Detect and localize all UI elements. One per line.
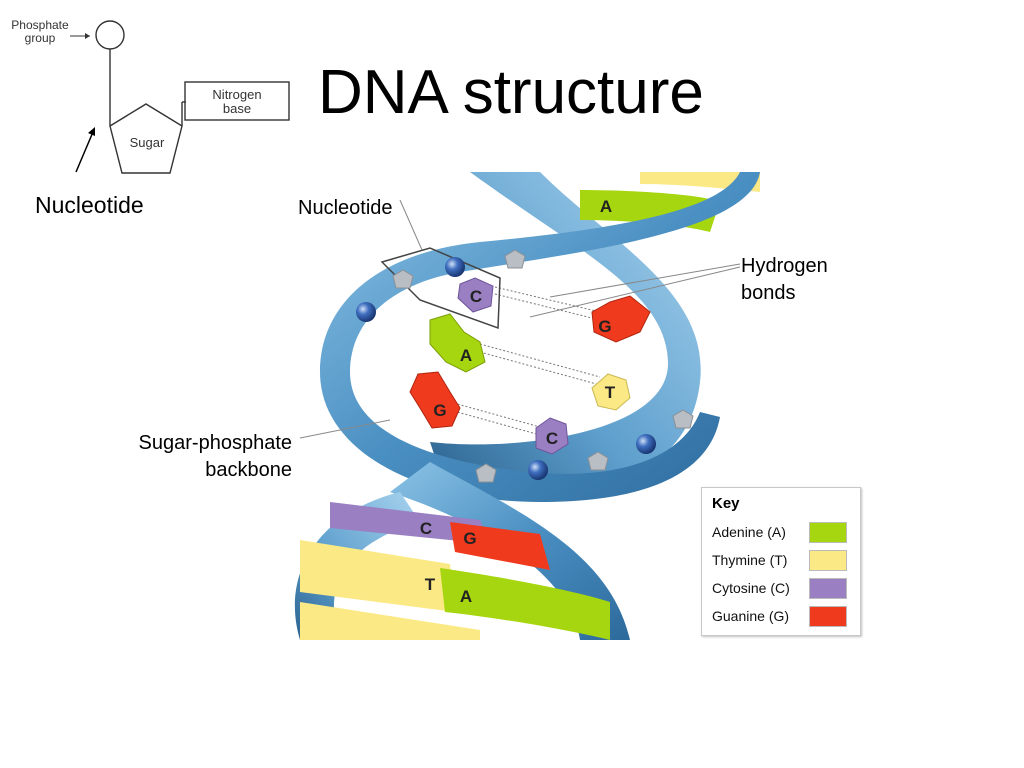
nitrogen-base-label: Nitrogen base bbox=[212, 87, 262, 117]
key-row-guanine: Guanine (G) bbox=[712, 606, 852, 627]
nucleotide-caption: Nucleotide bbox=[298, 197, 393, 219]
base-letter-g-lower: G bbox=[463, 529, 476, 548]
base-bar-g-lower bbox=[450, 522, 550, 570]
base-block-g-2: G bbox=[409, 371, 461, 429]
nucleotide-arrow bbox=[75, 131, 94, 173]
base-bar-t-lower bbox=[300, 540, 455, 612]
sugar-pentagons bbox=[392, 249, 694, 483]
phosphate-circle bbox=[95, 20, 125, 50]
hydrogen-bond-lines bbox=[449, 286, 601, 436]
key-label-cytosine: Cytosine (C) bbox=[712, 580, 790, 596]
key-title: Key bbox=[712, 495, 740, 512]
backbone-pointer bbox=[299, 419, 391, 439]
key-row-cytosine: Cytosine (C) bbox=[712, 578, 852, 599]
base-letter-g-2: G bbox=[433, 401, 446, 420]
nucleotide-sketch bbox=[70, 20, 290, 174]
base-block-c-1: C bbox=[457, 277, 494, 313]
key-legend: Key Adenine (A) Thymine (T) Cytosine (C)… bbox=[701, 487, 861, 636]
key-row-adenine: Adenine (A) bbox=[712, 522, 852, 543]
phosphate-balls bbox=[356, 257, 656, 480]
key-label-adenine: Adenine (A) bbox=[712, 524, 786, 540]
key-swatch-guanine bbox=[809, 606, 847, 627]
dna-helix-illustration: C G A T G C A C G T A bbox=[294, 172, 760, 640]
hydrogen-pointer-1 bbox=[549, 263, 741, 298]
base-letter-a-1: A bbox=[460, 346, 472, 365]
key-label-guanine: Guanine (G) bbox=[712, 608, 790, 624]
key-swatch-cytosine bbox=[809, 578, 847, 599]
sugar-label: Sugar bbox=[129, 135, 165, 150]
phosphate-group-label: Phosphate group bbox=[11, 18, 69, 46]
key-swatch-adenine bbox=[809, 522, 847, 543]
hydrogen-bonds-caption: Hydrogen bonds bbox=[741, 255, 828, 304]
page-title: DNA structure bbox=[318, 58, 704, 127]
nucleotide-pointer bbox=[399, 199, 423, 251]
nucleotide-label-sketch: Nucleotide bbox=[35, 192, 144, 218]
base-block-t-1: T bbox=[591, 373, 631, 411]
hydrogen-pointer-2 bbox=[529, 266, 741, 318]
nitrogen-base-box bbox=[184, 81, 290, 121]
base-letter-c-1: C bbox=[470, 287, 482, 306]
base-bar-a-lower bbox=[440, 568, 610, 640]
base-letter-g-1: G bbox=[598, 317, 611, 336]
base-bar-c-lower bbox=[330, 502, 490, 544]
helix-strand-front bbox=[320, 172, 760, 502]
base-letter-c-lower: C bbox=[420, 519, 432, 538]
nucleotide-selection-box bbox=[380, 247, 501, 330]
base-letter-a-top: A bbox=[600, 197, 612, 216]
key-swatch-thymine bbox=[809, 550, 847, 571]
base-letter-c-2: C bbox=[546, 429, 558, 448]
key-label-thymine: Thymine (T) bbox=[712, 552, 788, 568]
sugar-pentagon bbox=[109, 103, 183, 174]
base-letter-a-lower: A bbox=[460, 587, 472, 606]
base-letter-t-1: T bbox=[605, 383, 616, 402]
sugar-phosphate-backbone-caption: Sugar-phosphate backbone bbox=[138, 432, 292, 481]
base-block-a-1: A bbox=[429, 313, 486, 373]
base-block-g-1: G bbox=[591, 295, 651, 343]
base-letter-t-lower: T bbox=[425, 575, 436, 594]
base-block-c-2: C bbox=[535, 417, 569, 455]
key-row-thymine: Thymine (T) bbox=[712, 550, 852, 571]
